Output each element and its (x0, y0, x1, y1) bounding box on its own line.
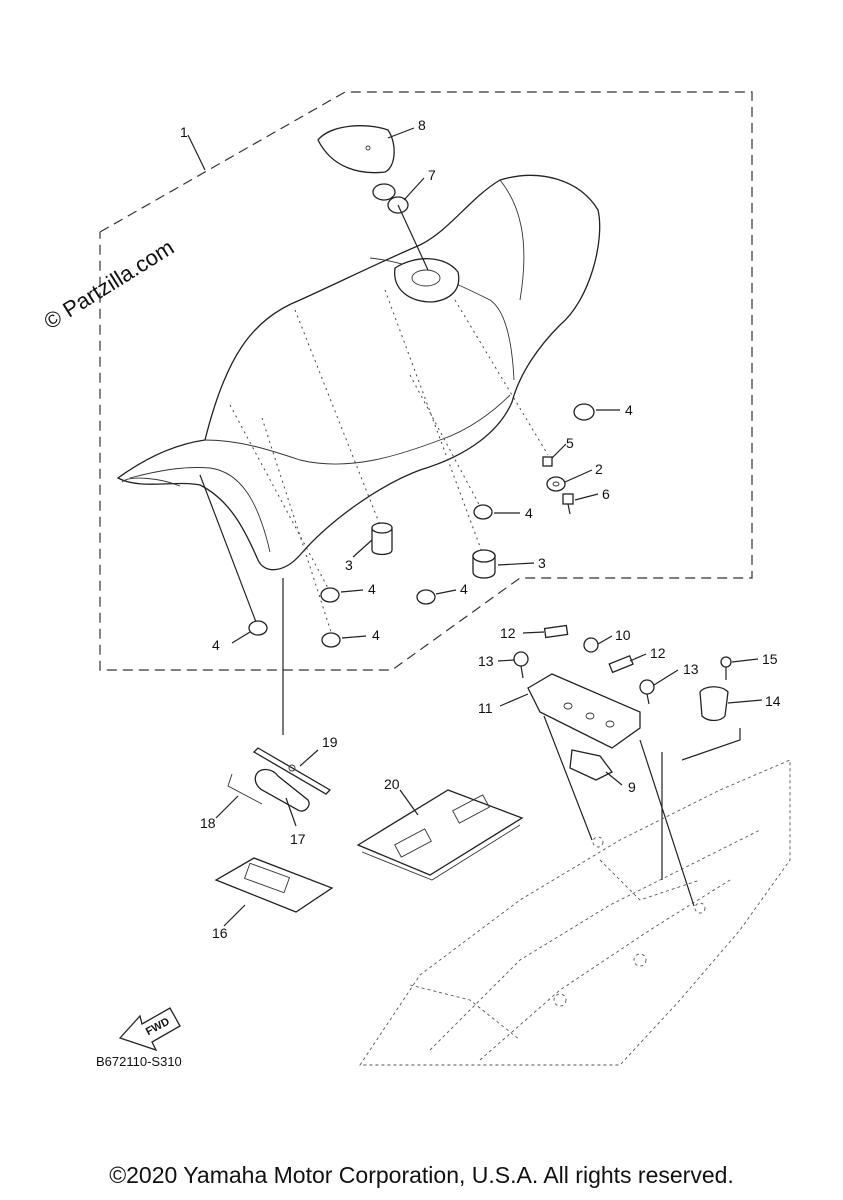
callout-5: 5 (566, 435, 574, 451)
callout-15: 15 (762, 651, 778, 667)
callout-4b: 4 (525, 505, 533, 521)
callout-10: 10 (615, 627, 631, 643)
callout-11: 11 (478, 700, 493, 716)
callout-17: 17 (290, 831, 306, 847)
seat-assembly[interactable] (116, 174, 601, 571)
wrench-part-19[interactable] (252, 747, 332, 795)
owners-manual-part-20[interactable] (356, 789, 524, 881)
bolt-part-13b[interactable] (639, 679, 655, 705)
bolt-part-6[interactable] (562, 493, 574, 515)
callout-3a: 3 (345, 557, 353, 573)
screwdriver-part-17[interactable] (254, 768, 310, 812)
callout-8: 8 (418, 117, 426, 133)
callout-19: 19 (322, 734, 338, 750)
callout-12b: 12 (650, 645, 666, 661)
callout-4e: 4 (372, 627, 380, 643)
callout-4a: 4 (625, 402, 633, 418)
screw-part-15[interactable] (720, 656, 732, 680)
seat-cover-part[interactable] (317, 125, 395, 174)
washer-part-7[interactable] (372, 183, 409, 214)
callout-9: 9 (628, 779, 636, 795)
damper-part-4b[interactable] (473, 504, 493, 520)
damper-part-3a[interactable] (371, 522, 393, 556)
callout-7: 7 (428, 167, 436, 183)
washer-part-2[interactable] (546, 476, 566, 492)
damper-part-4c[interactable] (320, 587, 340, 603)
clamp-part-14[interactable] (699, 686, 729, 722)
callout-3b: 3 (538, 555, 546, 571)
callout-1: 1 (180, 124, 188, 140)
callout-2: 2 (595, 461, 603, 477)
seat-lock-part-9[interactable] (569, 749, 613, 781)
callout-18: 18 (200, 815, 216, 831)
damper-part-4a[interactable] (573, 403, 595, 421)
bracket-part-11[interactable] (527, 673, 641, 749)
copyright-notice: ©2020 Yamaha Motor Corporation, U.S.A. A… (109, 1162, 734, 1188)
tool-bag-part-16[interactable] (214, 857, 334, 913)
callout-4f: 4 (212, 637, 220, 653)
hex-key-part-18[interactable] (227, 773, 263, 805)
damper-part-4e[interactable] (321, 632, 341, 648)
pad-part-12a[interactable] (543, 624, 569, 639)
nut-part-10[interactable] (583, 637, 599, 653)
watermark: © Partzilla.com (39, 234, 178, 334)
callout-4c: 4 (368, 581, 376, 597)
callout-13a: 13 (478, 653, 494, 669)
fwd-arrow-icon: FWD (118, 1007, 181, 1052)
callout-6: 6 (602, 486, 610, 502)
diagram-code: B672110-S310 (96, 1054, 182, 1069)
bolt-part-13a[interactable] (513, 651, 529, 679)
callout-12a: 12 (500, 625, 516, 641)
callout-14: 14 (765, 693, 781, 709)
rear-frame-illustration (359, 759, 791, 1066)
damper-part-4d[interactable] (416, 589, 436, 605)
leader-lines (187, 127, 763, 927)
callout-16: 16 (212, 925, 228, 941)
callout-20: 20 (384, 776, 400, 792)
callout-4d: 4 (460, 581, 468, 597)
collar-part-5[interactable] (542, 456, 553, 467)
pad-part-12b[interactable] (608, 654, 634, 674)
damper-part-4f[interactable] (248, 620, 268, 636)
callout-13b: 13 (683, 661, 699, 677)
seat-assembly-boundary (99, 91, 753, 671)
damper-part-3b[interactable] (472, 549, 496, 579)
